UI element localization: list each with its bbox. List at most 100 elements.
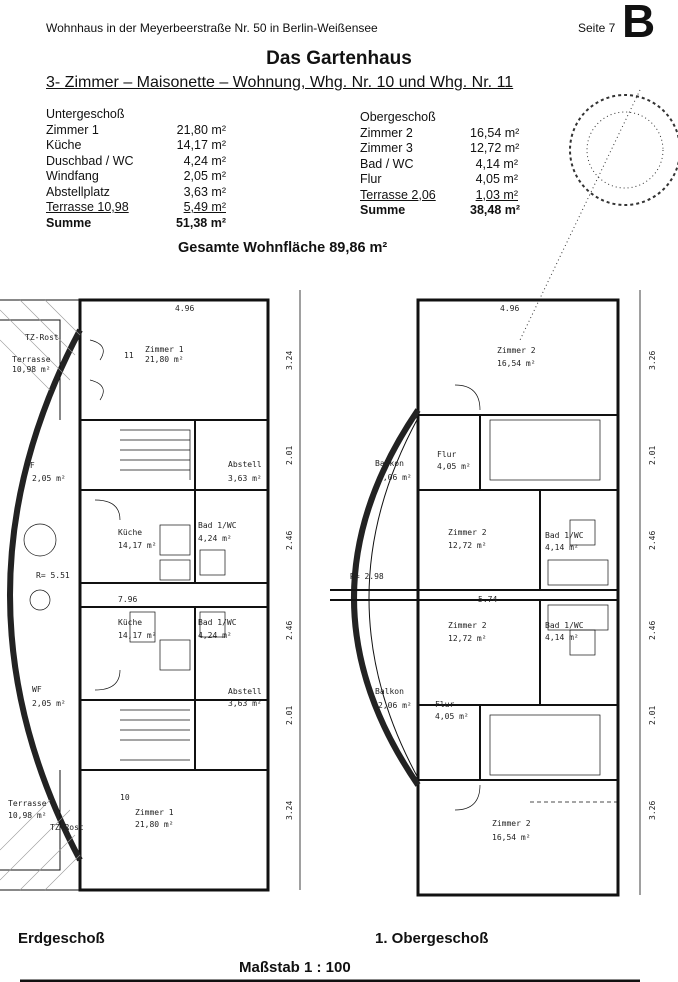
upper-floor-plan xyxy=(330,290,641,897)
room-area: 2,06 m² xyxy=(378,701,412,710)
sum-label: Summe xyxy=(46,215,92,230)
room-label: Balkon xyxy=(375,687,404,696)
ground-floor-plan xyxy=(0,290,301,892)
dimension: 2.01 xyxy=(285,446,294,465)
room-area: 21,80 m² xyxy=(135,820,174,829)
room-name: Zimmer 3 xyxy=(360,141,413,155)
unit-number: 11 xyxy=(124,351,134,360)
room-area: 14,17 m² xyxy=(118,631,157,640)
sum-label: Summe xyxy=(360,203,406,217)
room-label: TZ-Rost xyxy=(50,823,84,832)
room-area: 10,98 m² xyxy=(12,365,51,374)
room-area: 4,24 m² xyxy=(198,631,232,640)
room-label: Terrasse xyxy=(8,799,47,808)
room-label: Zimmer 2 xyxy=(448,621,487,630)
page-title: Das Gartenhaus xyxy=(266,48,412,69)
room-label: Flur xyxy=(435,700,454,709)
stamp xyxy=(519,89,678,341)
room-label: Terrasse xyxy=(12,355,51,364)
room-name: Terrasse 2,06 xyxy=(360,187,436,202)
table-row: Windfang 2,05 m² xyxy=(46,169,226,185)
table-row: Zimmer 2 16,54 m² xyxy=(360,125,520,142)
page-mark: B xyxy=(622,0,656,47)
room-name: Windfang xyxy=(46,169,99,183)
room-label: Bad 1/WC xyxy=(545,531,584,540)
dimension: 5.74 xyxy=(478,595,497,604)
room-area: 16,54 m² xyxy=(497,359,536,368)
room-label: Flur xyxy=(437,450,456,459)
room-area: 12,72 m² xyxy=(448,541,487,550)
dimension: 2.01 xyxy=(285,706,294,725)
room-label: Zimmer 2 xyxy=(497,346,536,355)
room-area: 21,80 m² xyxy=(145,355,184,364)
room-name: Bad / WC xyxy=(360,156,414,171)
table-row: Flur 4,05 m² xyxy=(360,172,518,188)
room-name: Flur xyxy=(360,172,382,186)
dimension: R= 2.98 xyxy=(350,572,384,581)
subtitle: 3- Zimmer – Maisonette – Wohnung, Whg. N… xyxy=(46,74,514,91)
table-row: Terrasse 2,06 1,03 m² xyxy=(360,188,518,204)
lower-heading: Untergeschoß xyxy=(46,107,125,121)
total-area: Gesamte Wohnfläche 89,86 m² xyxy=(178,240,388,256)
room-label: Balkon xyxy=(375,459,404,468)
dimension: 2.01 xyxy=(648,446,657,465)
room-area: 4,05 m² xyxy=(437,462,471,471)
dimension: 2.01 xyxy=(648,706,657,725)
dimension: 3.24 xyxy=(285,351,294,370)
page-number: Seite 7 xyxy=(578,21,616,35)
room-area: 2,05 m² xyxy=(183,169,226,183)
room-area: 14,17 m² xyxy=(118,541,157,550)
dimension: R= 5.51 xyxy=(36,571,70,580)
document-header: Wohnhaus in der Meyerbeerstraße Nr. 50 i… xyxy=(46,21,378,35)
room-area: 4,14 m² xyxy=(545,633,579,642)
room-label: Zimmer 1 xyxy=(145,345,184,354)
room-area: 16,54 m² xyxy=(492,833,531,842)
room-area: 4,14 m² xyxy=(475,156,518,171)
ground-floor-labels: 4.96 Zimmer 1 21,80 m² 11 TZ-Rost Terras… xyxy=(8,304,294,832)
room-label: Zimmer 1 xyxy=(135,808,174,817)
room-area: 5,49 m² xyxy=(183,200,226,214)
room-area: 2,05 m² xyxy=(32,474,66,483)
room-name: Zimmer 2 xyxy=(360,125,413,140)
dimension: 2.46 xyxy=(285,531,294,550)
scale-label: Maßstab 1 : 100 xyxy=(239,959,351,976)
room-label: Bad 1/WC xyxy=(545,621,584,630)
room-label: WF xyxy=(25,461,35,470)
room-area: 1,03 m² xyxy=(475,187,518,202)
unit-number: 10 xyxy=(120,793,130,802)
dimension: 2.46 xyxy=(285,621,294,640)
table-row: Bad / WC 4,14 m² xyxy=(360,157,518,173)
room-area: 12,72 m² xyxy=(448,634,487,643)
room-label: WF xyxy=(32,685,42,694)
room-area: 16,54 m² xyxy=(470,125,520,140)
room-area: 3,63 m² xyxy=(228,474,262,483)
dimension: 3.26 xyxy=(648,801,657,820)
dimension: 3.24 xyxy=(285,801,294,820)
sum-value: 51,38 m² xyxy=(175,215,226,230)
room-area: 2,06 m² xyxy=(378,473,412,482)
room-label: Zimmer 2 xyxy=(448,528,487,537)
room-area: 4,05 m² xyxy=(435,712,469,721)
room-label: Küche xyxy=(118,618,142,627)
room-label: TZ-Rost xyxy=(25,333,59,342)
sum-row: Summe 38,48 m² xyxy=(360,203,521,219)
room-name: Zimmer 1 xyxy=(46,122,99,137)
sum-value: 38,48 m² xyxy=(470,203,521,217)
dimension: 4.96 xyxy=(500,304,519,313)
dimension: 2.46 xyxy=(648,621,657,640)
upper-floor-label: 1. Obergeschoß xyxy=(375,930,489,947)
room-label: Zimmer 2 xyxy=(492,819,531,828)
room-area: 10,98 m² xyxy=(8,811,47,820)
room-area: 2,05 m² xyxy=(32,699,66,708)
ground-floor-label: Erdgeschoß xyxy=(18,930,105,947)
room-label: Abstell xyxy=(228,687,262,696)
room-area: 4,05 m² xyxy=(475,172,518,186)
dimension: 2.46 xyxy=(648,531,657,550)
sum-row: Summe 51,38 m² xyxy=(46,216,226,232)
